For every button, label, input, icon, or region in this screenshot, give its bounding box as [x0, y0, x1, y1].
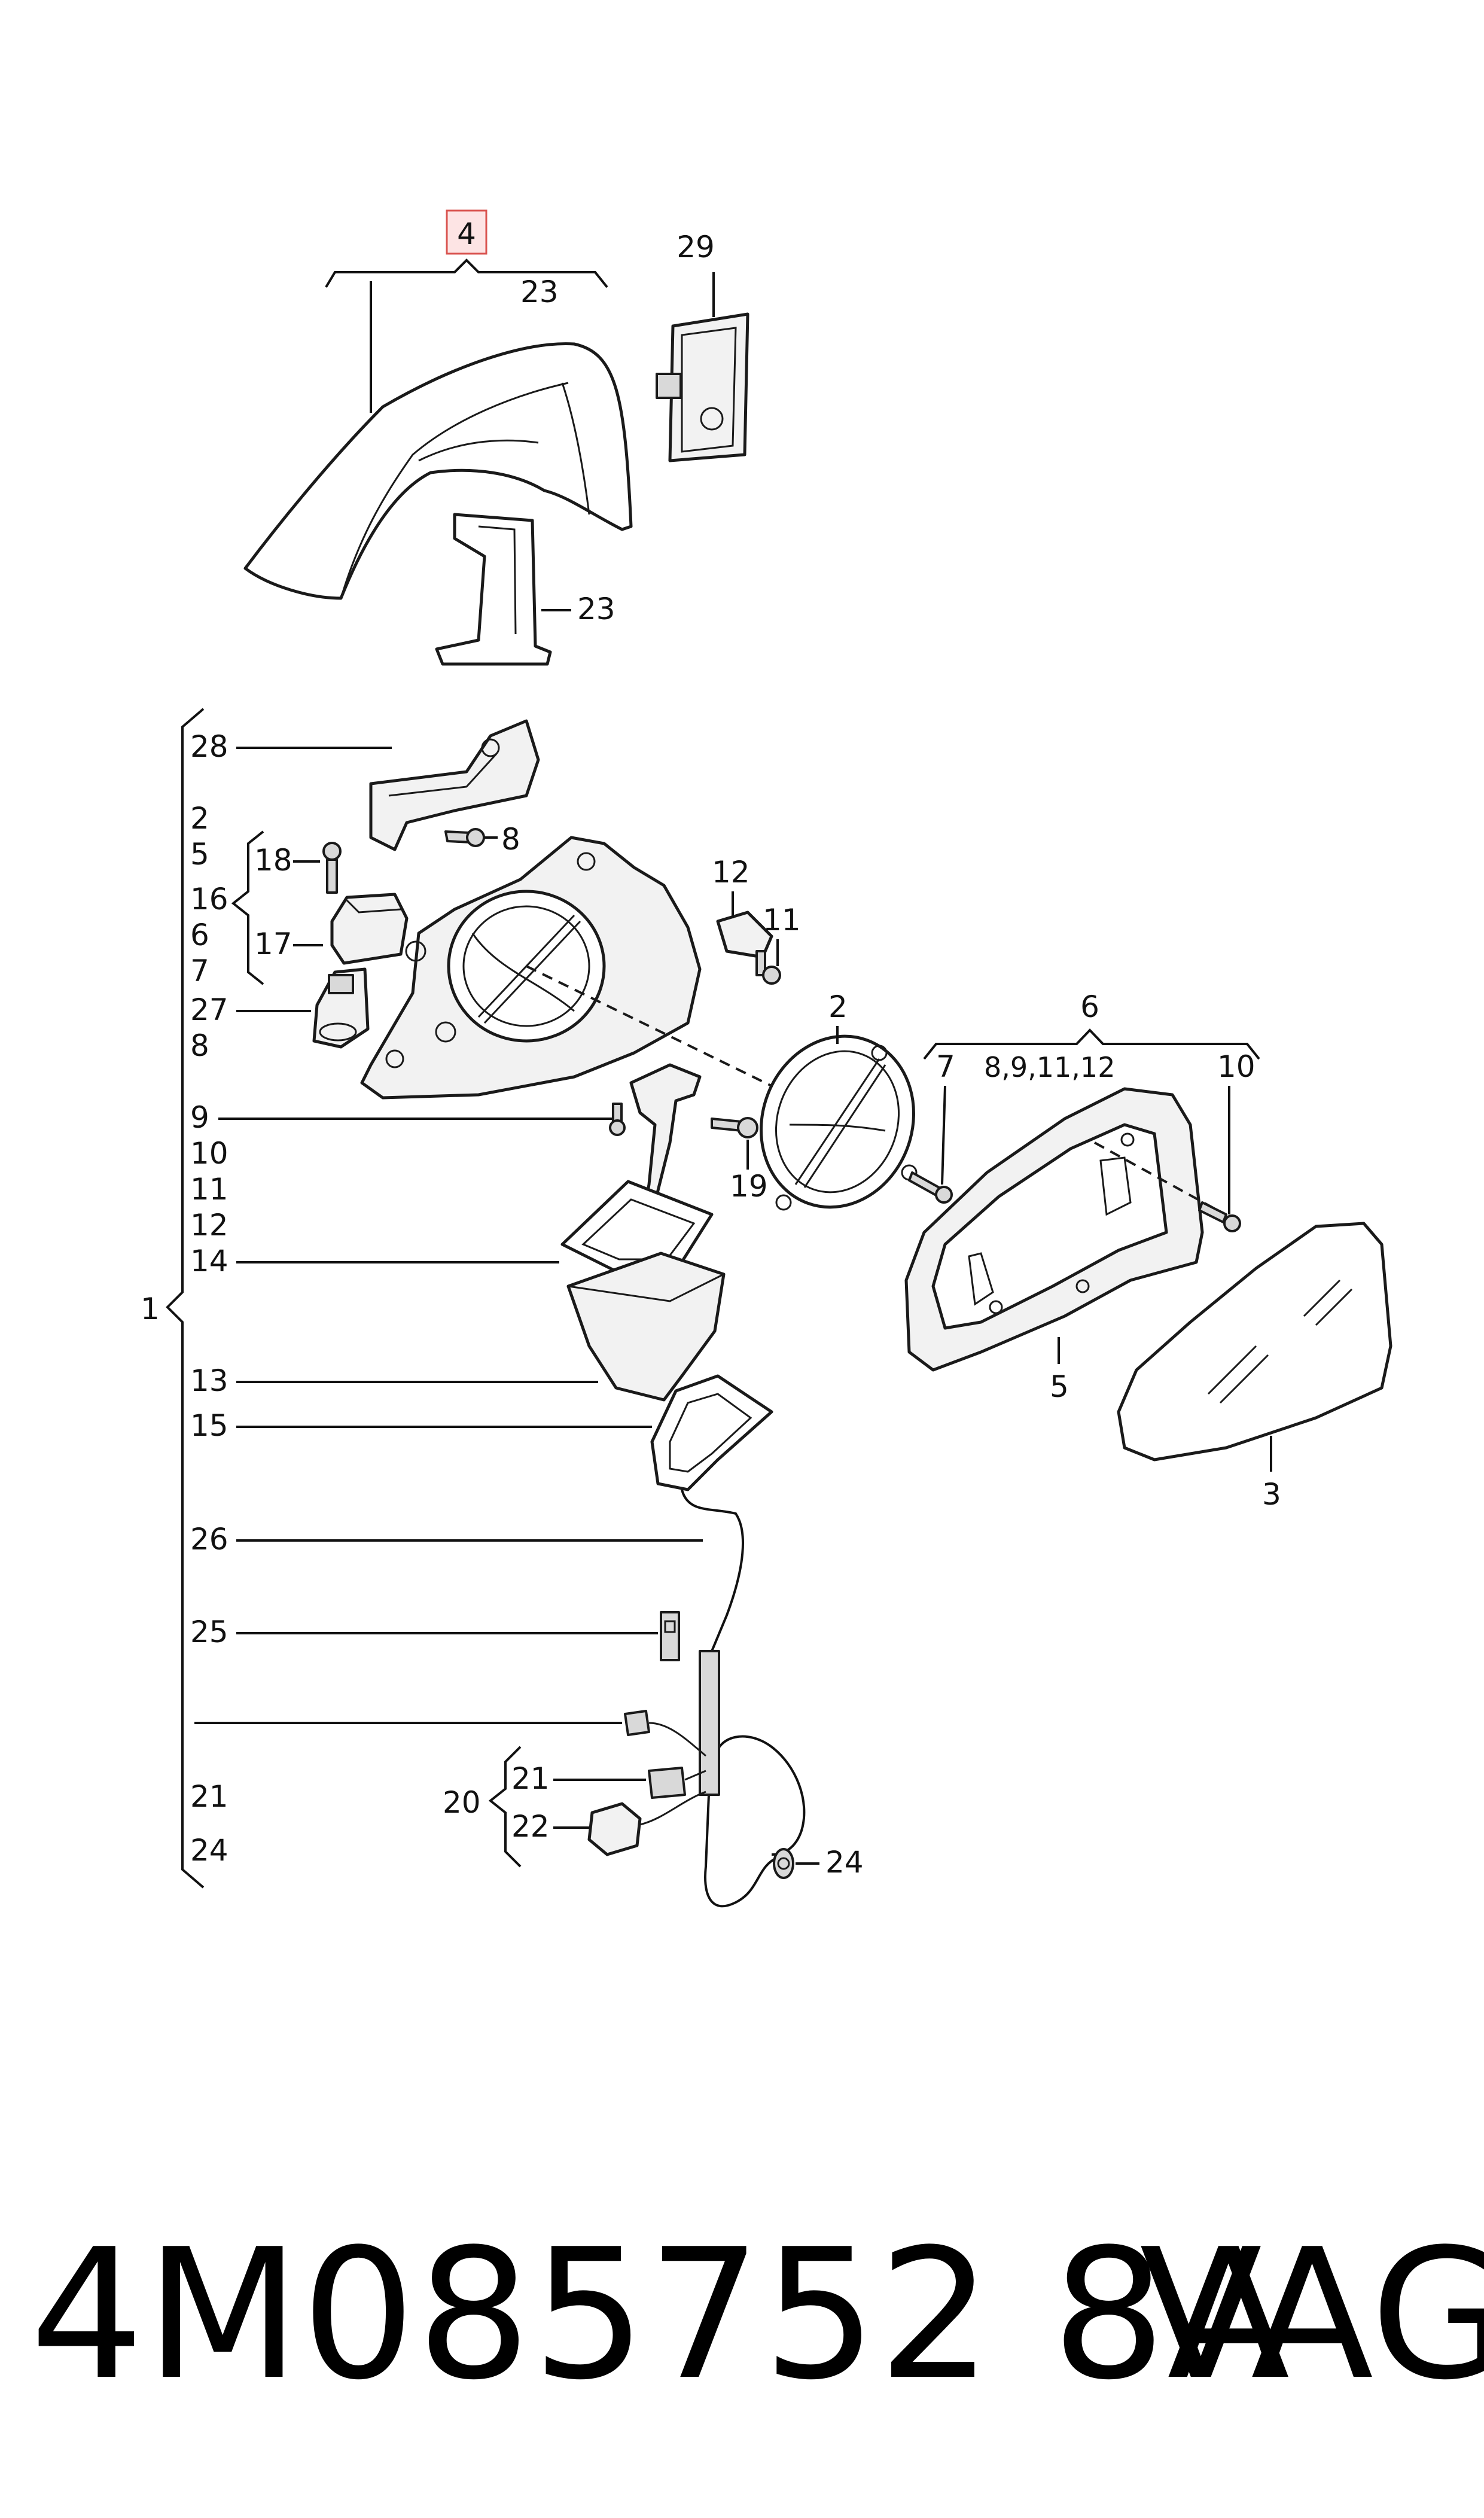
label-2-list: 2	[190, 801, 209, 836]
label-23-top: 23	[520, 275, 559, 309]
label-17: 17	[254, 927, 292, 961]
label-21: 21	[511, 1761, 550, 1796]
trim-panel-23	[435, 513, 552, 666]
seal-14	[560, 1180, 714, 1273]
label-24: 24	[825, 1845, 864, 1880]
label-5-list: 5	[190, 837, 209, 872]
screw-8-top	[444, 828, 485, 847]
brand-name: VAG	[1139, 2211, 1484, 2419]
screw-9	[609, 1103, 626, 1136]
label-24-list: 24	[190, 1833, 228, 1868]
screw-19	[711, 1117, 758, 1138]
label-22: 22	[511, 1809, 550, 1844]
glass-carrier-5	[904, 1087, 1204, 1372]
label-5: 5	[1050, 1369, 1069, 1404]
label-2-plate: 2	[828, 989, 848, 1024]
label-6-list: 6	[190, 918, 209, 952]
label-11-list: 11	[190, 1172, 228, 1207]
label-14: 14	[190, 1244, 228, 1278]
label-21-list: 21	[190, 1779, 228, 1814]
label-8-screw: 8	[501, 822, 520, 857]
screw-7	[908, 1171, 953, 1204]
bracket-4	[325, 258, 608, 288]
label-28: 28	[190, 729, 228, 764]
bracket-1	[166, 708, 205, 1889]
center-axis	[526, 965, 778, 1090]
glass-axis	[1094, 1141, 1215, 1210]
label-1: 1	[141, 1292, 160, 1326]
label-23-panel: 23	[577, 592, 615, 626]
motor-27	[312, 967, 370, 1049]
bracket-16	[231, 830, 264, 985]
screw-10	[1198, 1201, 1241, 1232]
cable-sleeve	[699, 1650, 720, 1796]
label-11: 11	[763, 903, 801, 937]
plug-top	[624, 1710, 706, 1757]
mirror-cap-23	[243, 342, 633, 600]
screw-11	[755, 950, 781, 985]
seal-15	[650, 1374, 773, 1491]
puddle-light-bracket-28	[369, 719, 540, 851]
bracket-20	[488, 1746, 522, 1868]
mirror-glass-3	[1117, 1222, 1392, 1462]
label-6: 6	[1080, 989, 1099, 1024]
turn-signal-29	[656, 312, 749, 462]
label-10: 10	[1217, 1049, 1256, 1084]
screw-18	[322, 842, 342, 894]
clip-25	[660, 1611, 680, 1661]
label-27: 27	[190, 992, 228, 1027]
label-10-list: 10	[190, 1136, 228, 1171]
label-16: 16	[190, 882, 228, 917]
label-20: 20	[443, 1785, 481, 1820]
label-18: 18	[254, 843, 292, 878]
memory-module-17	[330, 893, 409, 965]
label-4: 4	[457, 217, 476, 251]
label-15: 15	[190, 1408, 228, 1443]
bracket-6	[923, 1028, 1260, 1060]
label-7: 7	[936, 1049, 955, 1084]
label-13: 13	[190, 1363, 228, 1398]
connector-22	[587, 1791, 706, 1856]
boot-13	[566, 1252, 726, 1402]
label-8-list: 8	[190, 1028, 209, 1063]
connector-12	[716, 911, 773, 959]
connector-21	[648, 1767, 706, 1799]
label-9: 9	[190, 1100, 209, 1135]
part-number: 4M085752 8A	[30, 2211, 1291, 2419]
label-3: 3	[1262, 1477, 1281, 1512]
label-8-9-11-12: 8,9,11,12	[984, 1051, 1115, 1083]
label-25: 25	[190, 1615, 228, 1649]
grommet-24	[773, 1848, 794, 1879]
label-19: 19	[730, 1169, 768, 1204]
cable-26	[681, 1489, 778, 1908]
highlight-box-4	[446, 209, 487, 255]
label-12: 12	[712, 855, 750, 890]
label-12-list: 12	[190, 1208, 228, 1243]
label-26: 26	[190, 1522, 228, 1557]
label-7-list: 7	[190, 954, 209, 988]
label-29: 29	[677, 230, 715, 264]
